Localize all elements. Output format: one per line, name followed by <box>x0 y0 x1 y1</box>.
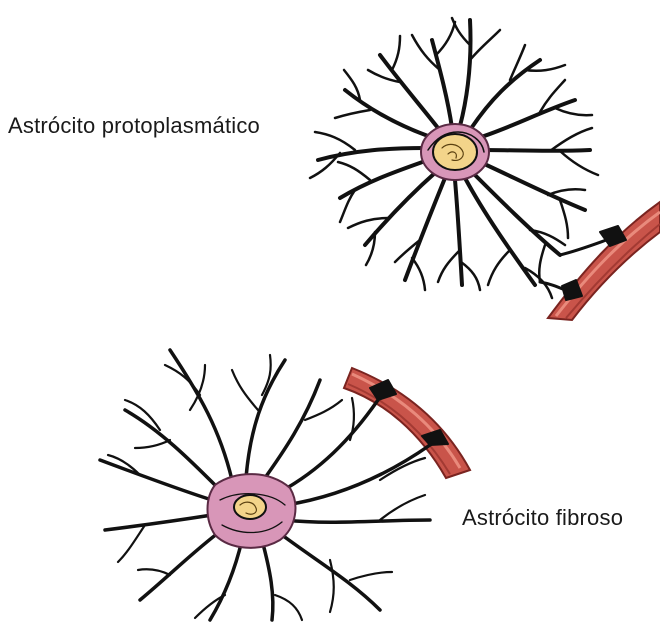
protoplasmic-astrocyte-label: Astrócito protoplasmático <box>8 113 260 139</box>
fibrous-astrocyte-label: Astrócito fibroso <box>462 505 623 531</box>
protoplasmic-astrocyte <box>310 18 626 300</box>
